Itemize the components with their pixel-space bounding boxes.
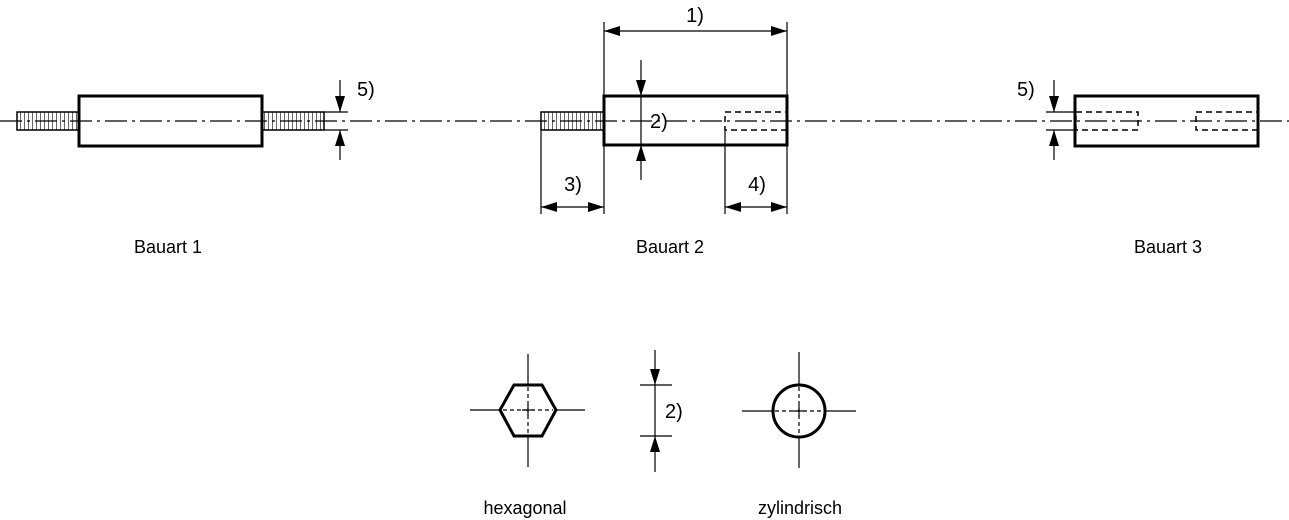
hexagonal-caption: hexagonal xyxy=(483,498,566,518)
dimension-1 xyxy=(603,22,788,96)
hexagon-outline xyxy=(498,383,558,438)
zylindrisch-caption: zylindrisch xyxy=(758,498,842,518)
dimension-4 xyxy=(724,130,788,214)
dimension-5-bauart-1 xyxy=(324,80,348,160)
inner-thread-hidden xyxy=(724,111,788,131)
right-inner-thread-hidden xyxy=(1195,111,1259,131)
dim-2-label: 2) xyxy=(650,111,668,133)
dimension-2-section xyxy=(640,350,672,472)
dimension-2 xyxy=(636,60,646,180)
dim-1-label: 1) xyxy=(686,5,704,27)
dimension-5-bauart-3 xyxy=(1046,80,1076,160)
bauart-3-drawing xyxy=(1046,80,1260,160)
dim-5-label-bauart-1: 5) xyxy=(357,79,375,101)
dim-3-label: 3) xyxy=(564,174,582,196)
cylindrical-section xyxy=(742,352,856,468)
bauart-3-caption: Bauart 3 xyxy=(1134,237,1202,257)
circle-outline xyxy=(771,383,827,439)
right-thread-stud xyxy=(261,111,325,131)
hexagonal-section xyxy=(470,354,585,467)
dimension-3 xyxy=(540,130,605,214)
dim-4-label: 4) xyxy=(748,174,766,196)
bauart-1-drawing xyxy=(16,80,348,160)
bauart-1-caption: Bauart 1 xyxy=(134,237,202,257)
bauart-2-caption: Bauart 2 xyxy=(636,237,704,257)
dim-2-section-label: 2) xyxy=(665,401,683,423)
bauart-2-drawing xyxy=(540,22,789,214)
left-inner-thread-hidden xyxy=(1075,111,1139,131)
dim-5-label-bauart-3: 5) xyxy=(1017,79,1035,101)
